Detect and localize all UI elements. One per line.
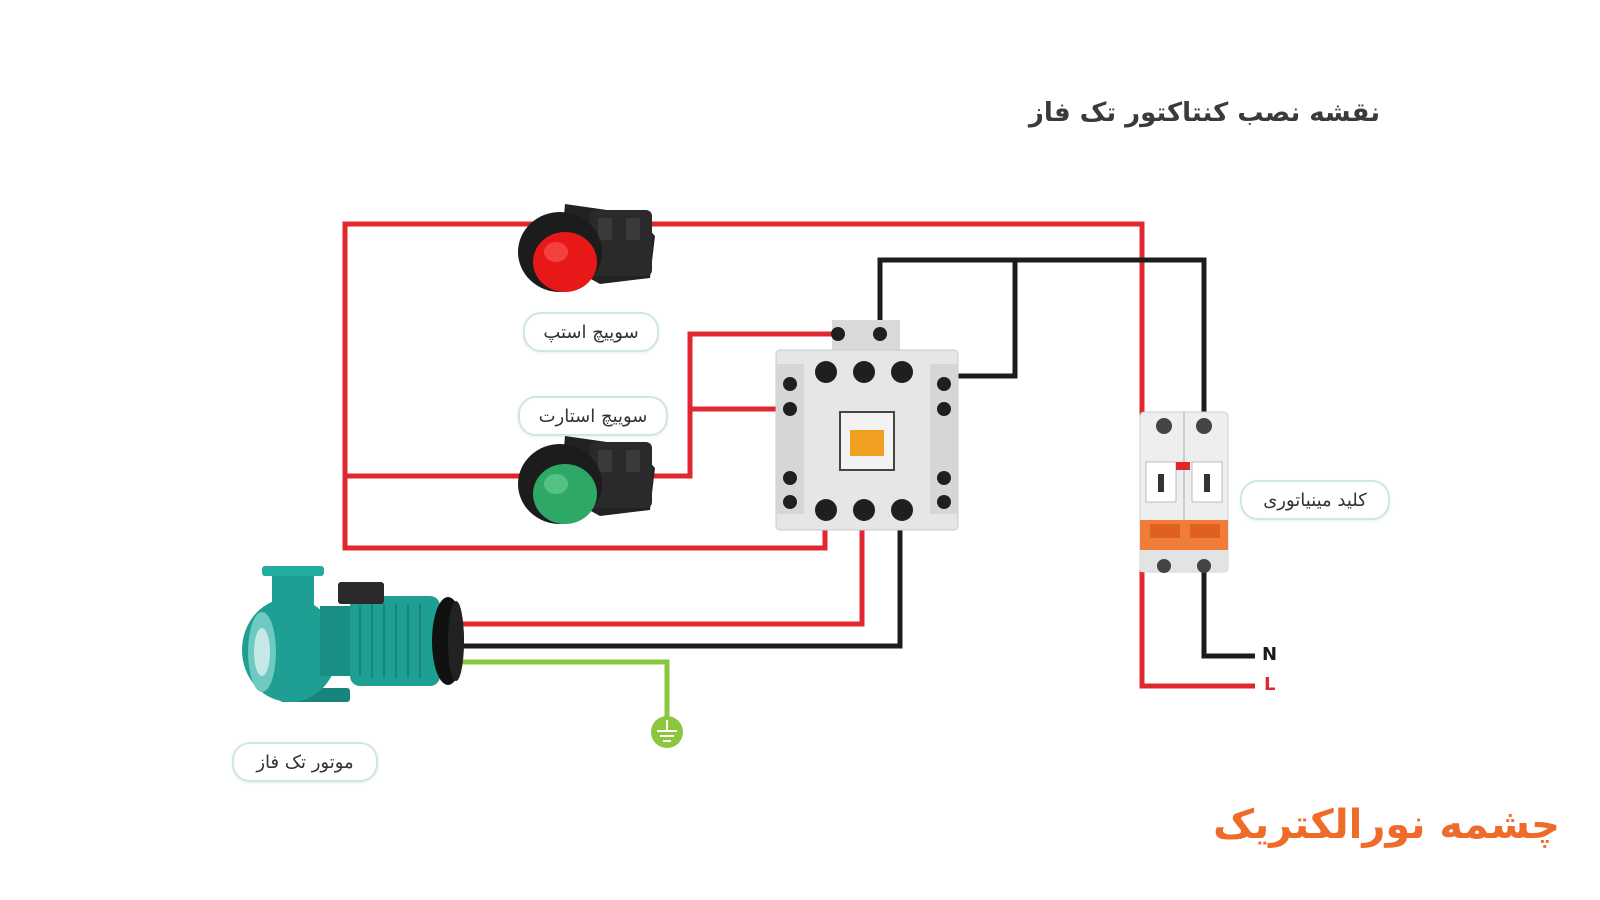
- black-wire-mcb-n: [1201, 570, 1255, 659]
- earth-wire: [450, 659, 670, 720]
- black-wires: [450, 257, 1255, 659]
- motor-icon: [242, 566, 464, 702]
- start-switch-label: سوییچ استارت: [518, 396, 668, 436]
- mcb-label: کلید مینیاتوری: [1240, 480, 1390, 520]
- motor-label: موتور تک فاز: [232, 742, 378, 782]
- page-title: نقشه نصب کنتاکتور تک فاز: [1028, 98, 1380, 128]
- start-switch-icon: [518, 436, 655, 524]
- line-label: L: [1264, 674, 1276, 695]
- red-wire-mcb-l: [1139, 570, 1255, 689]
- black-wire-top: [877, 257, 1207, 418]
- stop-switch-label: سوییچ استپ: [523, 312, 659, 352]
- black-wire-motor: [450, 515, 903, 649]
- red-wire-motor: [450, 515, 865, 627]
- contactor-icon: [775, 320, 959, 531]
- stop-switch-icon: [518, 204, 655, 292]
- earth-icon: [651, 716, 683, 748]
- red-wire-start-to-contactor: [345, 331, 838, 479]
- red-wire-top-loop: [342, 221, 1145, 551]
- brand-logo: چشمه نورالکتریک: [1213, 802, 1560, 848]
- mcb-icon: [1139, 411, 1229, 573]
- red-wires: [342, 221, 1255, 689]
- neutral-label: N: [1262, 644, 1278, 665]
